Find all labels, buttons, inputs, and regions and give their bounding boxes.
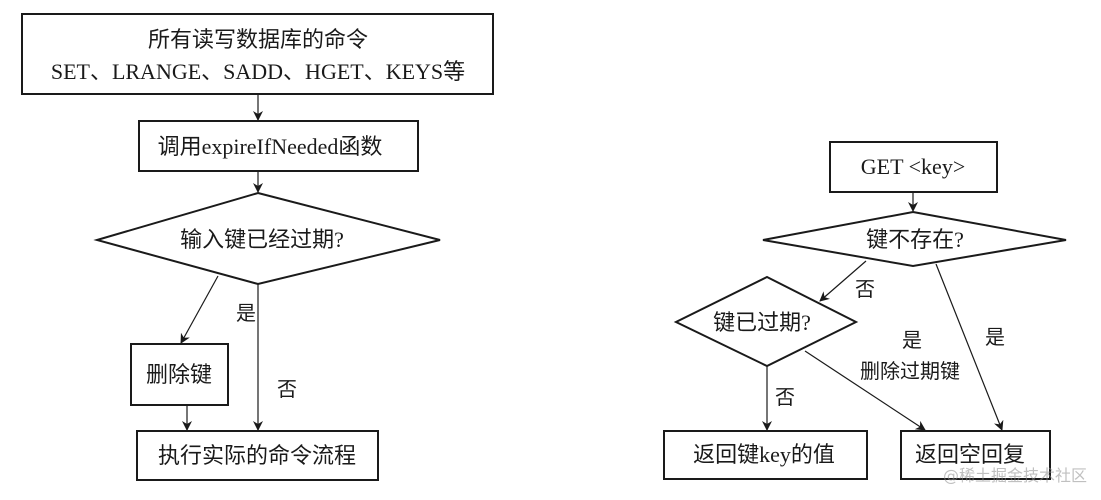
return-value-text: 返回键key的值 xyxy=(693,442,835,467)
watermark: @稀土掘金技术社区 xyxy=(942,466,1087,485)
exists-no-label: 否 xyxy=(855,279,875,301)
start-box xyxy=(21,13,494,95)
start-line1: 所有读写数据库的命令 xyxy=(147,27,369,52)
execute-text: 执行实际的命令流程 xyxy=(157,443,357,468)
start-line2: SET、LRANGE、SADD、HGET、KEYS等 xyxy=(50,59,466,84)
expired-no-label: 否 xyxy=(775,387,795,409)
delete-box xyxy=(130,343,229,406)
edge-exists-yes xyxy=(935,263,1004,431)
delete-text: 删除键 xyxy=(145,362,213,387)
expired-decision-right-text: 键已过期? xyxy=(713,310,811,335)
return-value-box xyxy=(663,430,868,480)
edge-yes-to-delete xyxy=(180,275,219,344)
expired-yes-label: 是 xyxy=(902,330,922,352)
get-text: GET <key> xyxy=(860,154,966,179)
edge-exists-no xyxy=(819,260,867,302)
edge-expired-yes xyxy=(804,350,926,431)
return-empty-text: 返回空回复 xyxy=(914,442,1026,467)
return-empty-box xyxy=(900,430,1051,480)
exists-decision-text: 键不存在? xyxy=(866,227,964,252)
delete-expired-label: 删除过期键 xyxy=(860,361,960,383)
exists-decision xyxy=(762,210,1067,268)
call-box xyxy=(138,120,419,172)
expired-decision-text: 输入键已经过期? xyxy=(180,227,344,252)
get-box xyxy=(829,141,998,193)
call-text: 调用expireIfNeeded函数 xyxy=(157,134,383,159)
left-yes-label: 是 xyxy=(236,303,256,325)
left-no-label: 否 xyxy=(277,379,297,401)
execute-box xyxy=(136,430,379,481)
exists-yes-label: 是 xyxy=(985,327,1005,349)
